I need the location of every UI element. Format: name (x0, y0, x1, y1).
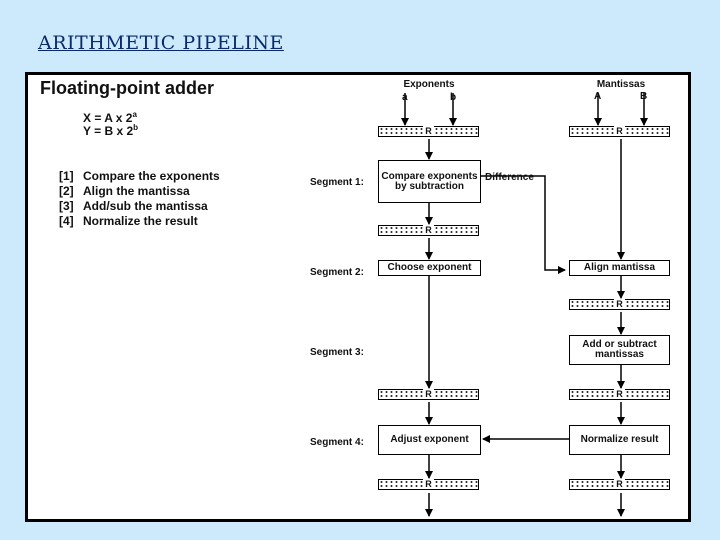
register-exp-2: R (378, 225, 479, 236)
normalize-result-box: Normalize result (569, 425, 670, 455)
step-1-text: Compare the exponents (83, 169, 220, 183)
equation-y-text: Y = B x 2 (83, 124, 134, 138)
segment-2-label: Segment 2: (310, 267, 364, 278)
difference-path (481, 175, 566, 274)
step-4-number: [4] (59, 214, 74, 228)
mantissas-header: Mantissas (596, 79, 646, 90)
exponents-header: Exponents (403, 79, 455, 90)
equation-x: X = A x 2a (83, 110, 137, 125)
equation-x-text: X = A x 2 (83, 111, 133, 125)
diagram-panel: Floating-point adder X = A x 2a Y = B x … (28, 75, 688, 519)
input-b-label: b (450, 92, 457, 103)
input-A-label: A (594, 91, 602, 102)
equation-y-exponent: b (133, 123, 139, 132)
register-label: R (423, 225, 434, 235)
register-label: R (423, 479, 434, 489)
register-label: R (423, 389, 434, 399)
register-exp-3: R (378, 389, 479, 400)
register-man-4: R (569, 479, 670, 490)
segment-4-label: Segment 4: (310, 437, 364, 448)
register-man-3: R (569, 389, 670, 400)
input-a-label: a (402, 92, 408, 103)
align-mantissa-box: Align mantissa (569, 260, 670, 276)
slide-title: ARITHMETIC PIPELINE (38, 32, 284, 54)
register-man-2: R (569, 299, 670, 310)
difference-label: Difference (485, 172, 534, 183)
register-label: R (614, 389, 625, 399)
choose-exponent-box: Choose exponent (378, 260, 481, 276)
step-2-text: Align the mantissa (83, 184, 190, 198)
step-3-number: [3] (59, 199, 74, 213)
step-4-text: Normalize the result (83, 214, 198, 228)
register-exp-4: R (378, 479, 479, 490)
adjust-exponent-box: Adjust exponent (378, 425, 481, 455)
segment-3-label: Segment 3: (310, 347, 364, 358)
register-label: R (614, 126, 625, 136)
register-label: R (614, 479, 625, 489)
register-man-1: R (569, 126, 670, 137)
input-B-label: B (640, 91, 648, 102)
register-exp-1: R (378, 126, 479, 137)
add-subtract-box: Add or subtract mantissas (569, 335, 670, 365)
register-label: R (423, 126, 434, 136)
step-3-text: Add/sub the mantissa (83, 199, 208, 213)
equation-x-exponent: a (132, 110, 137, 119)
equation-y: Y = B x 2b (83, 123, 138, 138)
compare-exponents-box: Compare exponents by subtraction (378, 160, 481, 203)
connector-lines (401, 93, 648, 517)
step-2-number: [2] (59, 184, 74, 198)
diagram-heading: Floating-point adder (40, 78, 214, 98)
diagram-frame: Floating-point adder X = A x 2a Y = B x … (25, 72, 691, 522)
register-label: R (614, 299, 625, 309)
step-1-number: [1] (59, 169, 74, 183)
segment-1-label: Segment 1: (310, 177, 364, 188)
